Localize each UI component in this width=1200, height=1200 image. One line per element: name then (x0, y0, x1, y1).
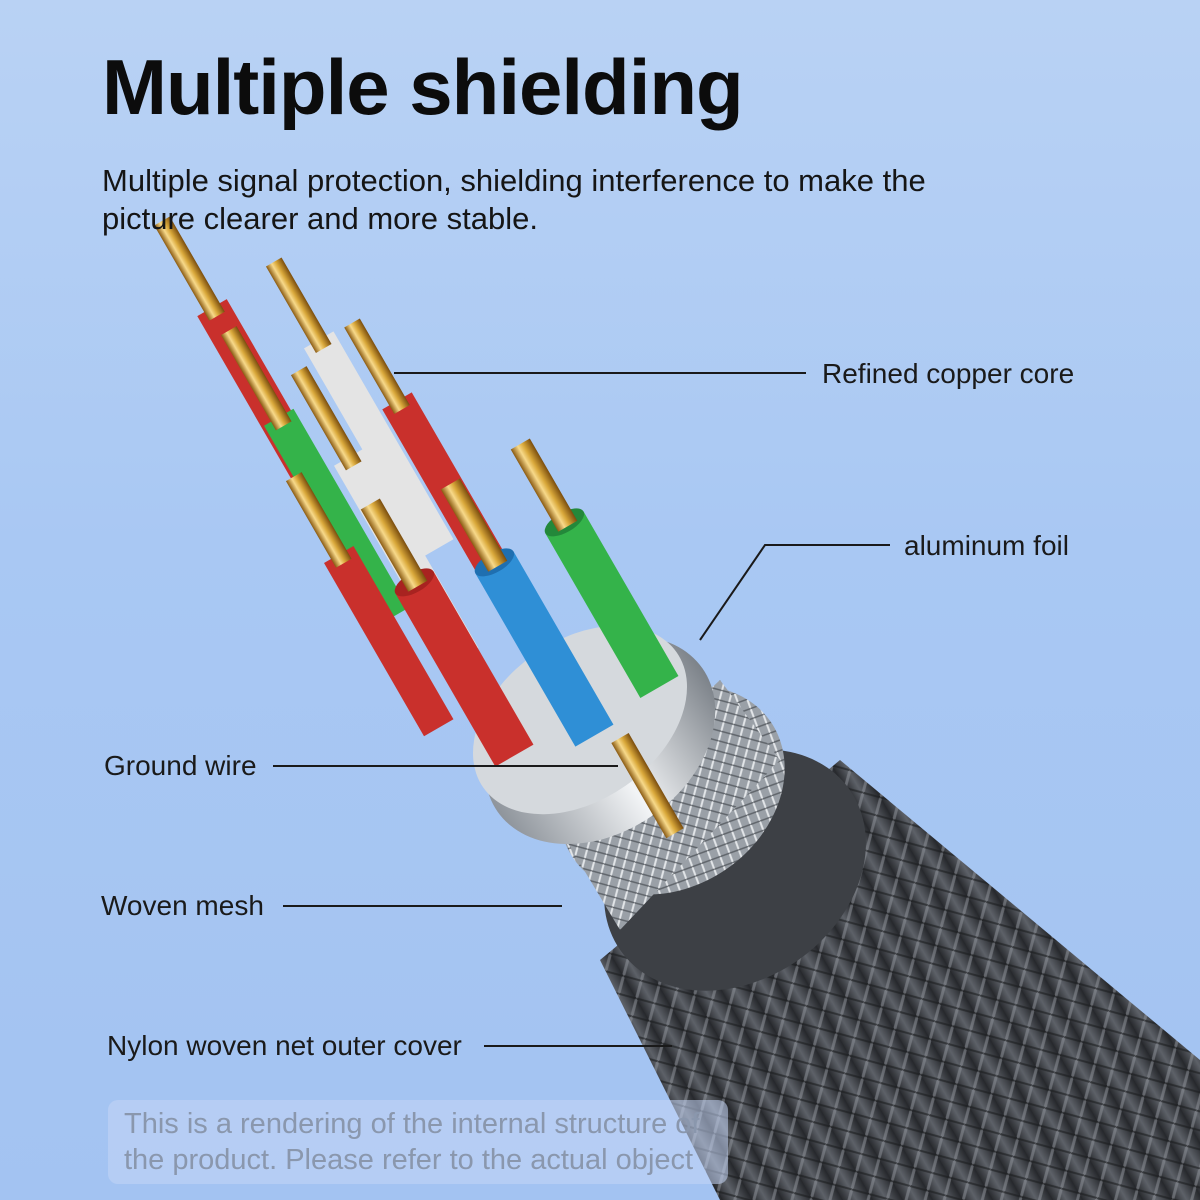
page-title: Multiple shielding (102, 43, 744, 131)
page-subtitle: Multiple signal protection, shielding in… (102, 163, 926, 236)
label-copper-core: Refined copper core (822, 358, 1075, 389)
wire-bundle (154, 216, 684, 839)
label-aluminum-foil: aluminum foil (904, 530, 1069, 561)
label-outer-cover: Nylon woven net outer cover (107, 1030, 462, 1061)
label-ground-wire: Ground wire (104, 750, 257, 781)
rendering-disclaimer: This is a rendering of the internal stru… (108, 1100, 728, 1184)
label-woven-mesh: Woven mesh (101, 890, 264, 921)
leader-lines (273, 372, 890, 1047)
